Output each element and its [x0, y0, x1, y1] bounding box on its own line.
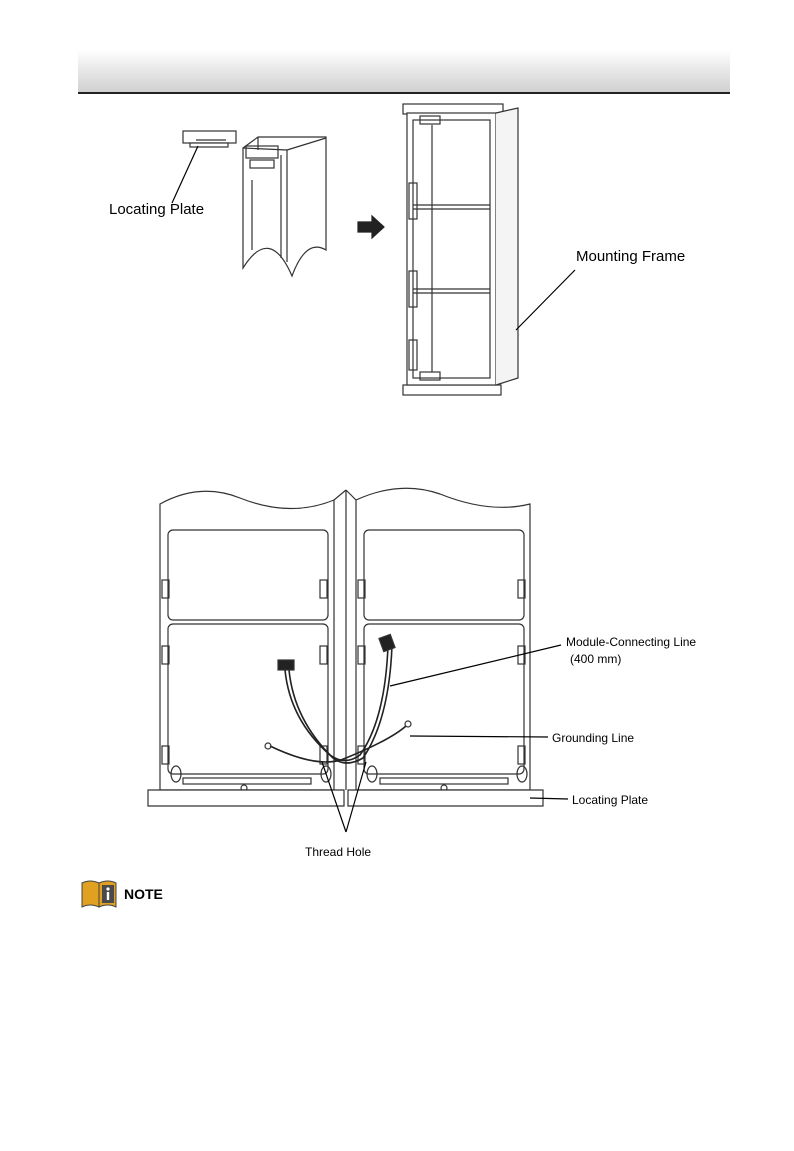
thread-hole-label: Thread Hole: [305, 845, 371, 859]
mounting-frame-label: Mounting Frame: [576, 248, 685, 265]
locating-plate-label-2: Locating Plate: [572, 793, 648, 807]
left-module-frame: [160, 491, 334, 791]
locating-plate-part: [183, 131, 236, 147]
frame-section-part: [243, 137, 326, 276]
module-connecting-line-length: (400 mm): [570, 652, 621, 666]
note-block: NOTE: [80, 878, 163, 910]
bottom-locating-plates: [148, 790, 543, 806]
locating-plate-label: Locating Plate: [109, 201, 204, 218]
module-connecting-line-label: Module-Connecting Line: [566, 635, 696, 649]
mounting-frame-part: [403, 104, 518, 395]
assembly-arrow: [358, 216, 384, 238]
figure-1-mounting-frame-diagram: Locating Plate Mounting Frame: [0, 0, 794, 420]
note-book-icon: [80, 879, 118, 909]
note-label: NOTE: [124, 886, 163, 902]
figure-2-wiring-diagram: Module-Connecting Line (400 mm) Groundin…: [0, 470, 794, 870]
grounding-line-label: Grounding Line: [552, 731, 634, 745]
